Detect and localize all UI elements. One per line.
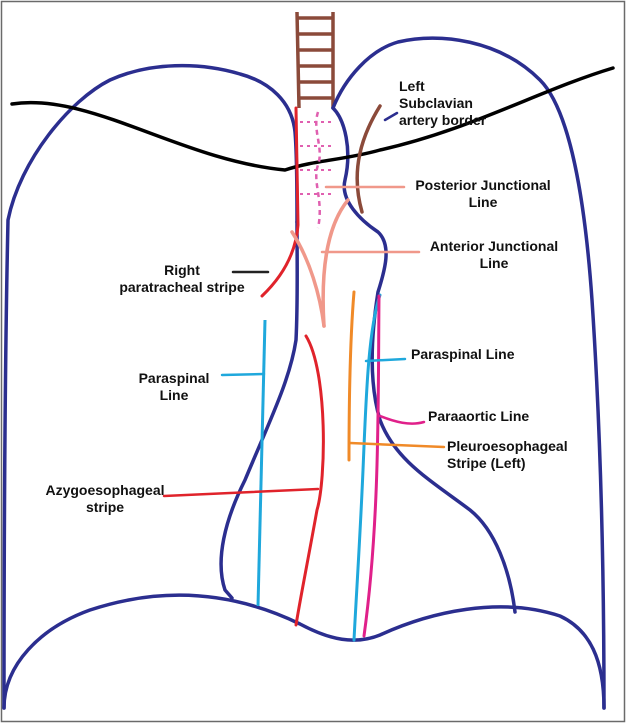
azygoesophageal-stripe-line	[294, 334, 325, 627]
label-paraspinal-right: Paraspinal Line	[126, 370, 222, 404]
trachea-ladder	[295, 11, 335, 109]
label-paraspinal-left: Paraspinal Line	[411, 346, 515, 362]
leader-lines	[162, 111, 446, 498]
label-line: Line	[479, 255, 509, 271]
right-lung-outline	[2, 63, 299, 710]
leader-azygoesophageal	[162, 487, 320, 498]
left-lung-outline	[331, 36, 606, 710]
label-right-paratracheal: Right paratracheal stripe	[98, 262, 266, 296]
label-line: Right	[164, 262, 200, 278]
clavicle-line	[10, 66, 615, 172]
right-paraspinal-line	[256, 319, 267, 607]
right-paratracheal-stripe-line	[260, 106, 300, 298]
diaphragm-outline	[2, 593, 606, 710]
leader-paraspinal-left	[364, 357, 407, 363]
posterior-junction-dashes	[300, 111, 333, 229]
label-line: Line	[468, 194, 498, 210]
right-heart-border	[219, 220, 299, 600]
left-subclavian-artery-line	[355, 104, 382, 214]
leader-pleuroesophageal	[348, 441, 446, 449]
label-line: Paraspinal	[138, 370, 210, 386]
leader-paraaortic	[378, 414, 426, 425]
label-anterior-junctional: Anterior Junctional Line	[420, 238, 568, 272]
label-line: artery border	[399, 112, 487, 128]
label-line: Subclavian	[399, 95, 473, 111]
label-azygoesophageal: Azygoesophageal stripe	[30, 482, 180, 516]
trachea-left-rail	[295, 11, 301, 109]
label-pleuroesophageal: Pleuroesophageal Stripe (Left)	[447, 438, 568, 472]
left-paraspinal-line	[352, 293, 382, 642]
label-line: Line	[159, 387, 189, 403]
leader-paraspinal-right	[220, 372, 266, 377]
label-paraaortic: Paraaortic Line	[428, 408, 530, 424]
anterior-junction-lines	[290, 198, 350, 328]
leader-left-subclavian	[383, 111, 399, 122]
label-line: Anterior Junctional	[429, 238, 559, 254]
label-line: Left	[399, 78, 425, 94]
label-left-subclavian: Left Subclavian artery border	[399, 78, 486, 129]
label-line: stripe	[85, 499, 125, 515]
label-line: Stripe (Left)	[447, 455, 526, 471]
label-line: Pleuroesophageal	[447, 438, 568, 454]
paraaortic-line	[362, 294, 381, 638]
label-line: Azygoesophageal	[45, 482, 165, 498]
label-line: Posterior Junctional	[415, 177, 551, 193]
label-posterior-junctional: Posterior Junctional Line	[404, 177, 562, 211]
pleuroesophageal-stripe-line	[347, 290, 356, 462]
lung-outline	[2, 36, 606, 710]
label-line: paratracheal stripe	[119, 279, 245, 295]
